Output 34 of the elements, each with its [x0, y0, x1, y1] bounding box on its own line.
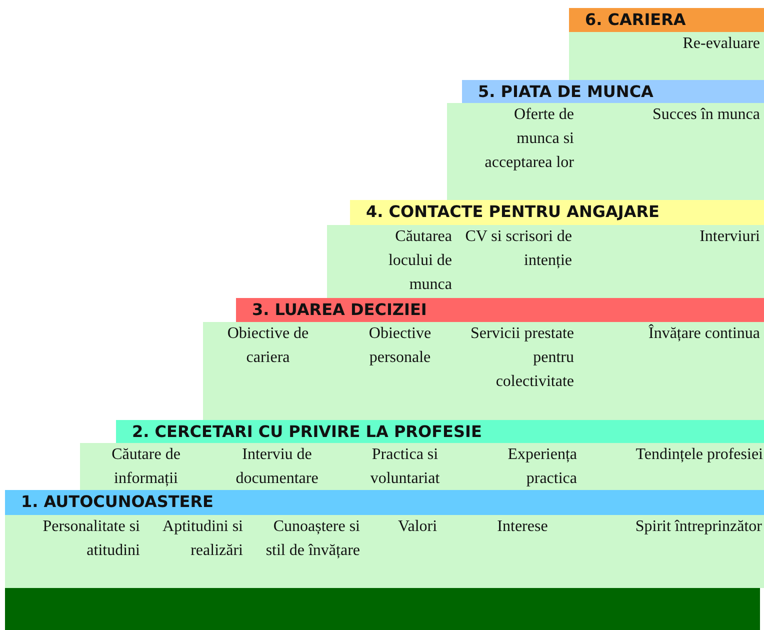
step-heading: 5. PIATA DE MUNCA	[462, 80, 764, 103]
step-item: Interviuri	[580, 225, 760, 249]
step-item: Spirit întreprinzător	[578, 515, 762, 539]
step-item: Oferte de munca si acceptarea lor	[478, 103, 574, 175]
step-block	[569, 8, 764, 80]
step-item: Re-evaluare	[600, 32, 760, 56]
step-item: Interviu de documentare	[212, 443, 342, 491]
step-item: Aptitudini si realizări	[145, 515, 243, 563]
step-item: Învățare continua	[580, 322, 760, 346]
step-block	[5, 490, 764, 588]
step-heading: 4. CONTACTE PENTRU ANGAJARE	[350, 200, 764, 225]
step-item: Tendințele profesiei	[585, 443, 763, 467]
step-heading: 2. CERCETARI CU PRIVIRE LA PROFESIE	[116, 420, 764, 443]
step-heading: 3. LUAREA DECIZIEI	[236, 298, 764, 322]
step-item: Succes în munca	[585, 103, 760, 127]
step-heading: 6. CARIERA	[569, 8, 764, 32]
step-item: Practica si voluntariat	[350, 443, 460, 491]
step-item: Interese	[475, 515, 570, 539]
step-block	[447, 80, 764, 200]
step-item: Personalitate si atitudini	[10, 515, 140, 563]
step-block	[327, 200, 764, 298]
step-item: Căutare de informații	[90, 443, 202, 491]
step-item: Servicii prestate pentru colectivitate	[462, 322, 574, 394]
step-item: Obiective personale	[345, 322, 455, 370]
base-bar	[5, 588, 760, 630]
step-block	[203, 298, 764, 420]
step-item: CV si scrisori de intenție	[465, 225, 572, 273]
step-item: Căutarea locului de munca	[355, 225, 452, 297]
step-heading: 1. AUTOCUNOASTERE	[5, 490, 764, 515]
step-item: Obiective de cariera	[208, 322, 328, 370]
step-item: Cunoaștere si stil de învățare	[250, 515, 360, 563]
step-item: Valori	[365, 515, 470, 539]
step-block	[80, 420, 764, 490]
step-item: Experiența practica	[465, 443, 577, 491]
